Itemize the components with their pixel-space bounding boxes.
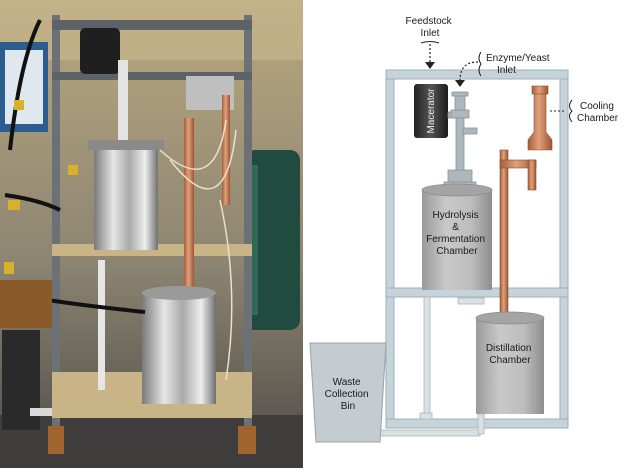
distillation-chamber-label: Distillation Chamber xyxy=(486,343,534,366)
macerator: Macerator xyxy=(414,84,448,138)
hydrolysis-chamber: Hydrolysis & Fermentation Chamber xyxy=(422,184,492,290)
frame-bottom-beam xyxy=(386,419,568,428)
photo-floor xyxy=(0,415,303,468)
distillation-chamber: Distillation Chamber xyxy=(476,312,544,414)
photo-macerator xyxy=(80,28,120,74)
photo-hydrolysis-chamber xyxy=(94,145,158,250)
macerator-label: Macerator xyxy=(426,88,437,134)
frame-post-right xyxy=(560,70,568,428)
copper-drop xyxy=(528,160,536,190)
rig-photo xyxy=(0,0,303,468)
waste-bin: Waste Collection Bin xyxy=(310,343,386,442)
distillation-chamber-body xyxy=(476,318,544,414)
copper-riser xyxy=(500,150,508,318)
hydrolysis-drain xyxy=(424,297,430,415)
bottom-drain-pipe xyxy=(378,430,480,436)
feedstock-inlet-label: Feedstock Inlet xyxy=(406,16,455,39)
feedstock-inlet-annotation: Feedstock Inlet xyxy=(406,16,455,69)
frame-post-left xyxy=(386,70,394,428)
photo-bench xyxy=(0,280,52,328)
photo-copper-column xyxy=(184,118,194,298)
rig-schematic: Macerator Hydrolysis & Fermentation Cham… xyxy=(310,16,619,442)
inlet-pipework xyxy=(444,92,477,190)
frame-top-beam xyxy=(386,70,568,79)
transfer-pipe xyxy=(458,298,484,304)
cooling-chamber-body xyxy=(528,92,552,150)
cooling-brace xyxy=(570,100,573,122)
cooling-chamber-label: Cooling Chamber xyxy=(577,101,619,124)
copper-column xyxy=(500,86,552,318)
shelf-top xyxy=(52,20,252,30)
photo-distillation-chamber xyxy=(142,292,216,404)
